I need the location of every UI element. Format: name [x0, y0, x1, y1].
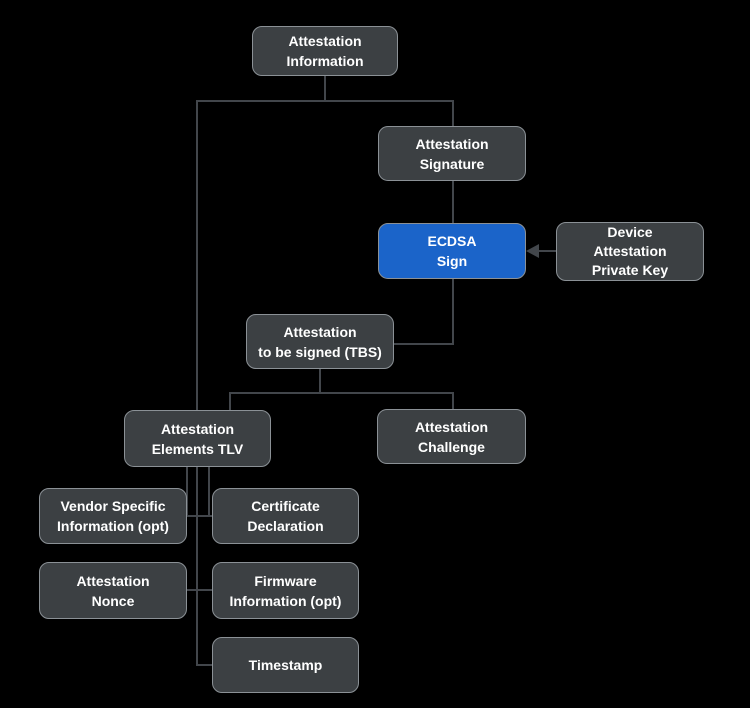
node-label-line: Information (opt): [57, 518, 169, 534]
node-attestation-signature: Attestation Signature: [378, 126, 526, 181]
node-attestation-nonce: Attestation Nonce: [39, 562, 187, 619]
connector-tbs-branch: [229, 392, 454, 394]
connector-row2-stub: [186, 589, 213, 591]
connector-elements-trunk: [196, 467, 198, 666]
node-timestamp: Timestamp: [212, 637, 359, 693]
node-label-line: Certificate: [251, 498, 320, 514]
node-firmware-information: Firmware Information (opt): [212, 562, 359, 619]
node-label-line: Signature: [419, 155, 485, 172]
connector-to-elements: [229, 392, 231, 411]
node-ecdsa-sign: ECDSA Sign: [378, 223, 526, 279]
node-label-line: Device: [607, 224, 653, 240]
node-label-line: Elements TLV: [151, 440, 244, 457]
node-label-line: Vendor Specific: [60, 498, 166, 514]
node-label-line: Attestation: [414, 418, 489, 435]
node-label-line: Declaration: [247, 518, 324, 534]
node-label-line: Attestation: [76, 572, 150, 589]
node-certificate-declaration: Certificate Declaration: [212, 488, 359, 544]
node-label-line: Attestation: [415, 135, 489, 152]
connector-key-ecdsa: [537, 250, 556, 252]
node-label-line: Attestation: [288, 33, 362, 49]
connector-to-signature: [452, 100, 454, 129]
connector-row3-stub: [196, 664, 213, 666]
node-vendor-specific-information: Vendor Specific Information (opt): [39, 488, 187, 544]
node-attestation-challenge: Attestation Challenge: [377, 409, 526, 464]
node-label-line: Information (opt): [229, 592, 342, 609]
connector-info-down: [324, 76, 326, 102]
node-attestation-tbs: Attestation to be signed (TBS): [246, 314, 394, 369]
connector-elements-vendor-drop: [186, 467, 188, 517]
connector-ecdsa-tbs: [394, 343, 454, 345]
node-label-line: Sign: [436, 253, 468, 269]
connector-elements-certificate-drop: [208, 467, 210, 517]
node-label-line: Attestation: [283, 323, 357, 340]
connector-row1-stub: [186, 515, 213, 517]
node-label-line: Firmware: [254, 572, 317, 589]
node-label-line: Challenge: [418, 438, 485, 455]
node-device-attestation-private-key: Device Attestation Private Key: [556, 222, 704, 281]
node-label-line: ECDSA: [427, 233, 477, 249]
connector-ecdsa-down: [452, 279, 454, 344]
connector-to-challenge: [452, 392, 454, 410]
connector-signature-ecdsa: [452, 180, 454, 225]
node-label-line: Attestation: [593, 243, 667, 259]
connector-top-branch: [196, 100, 454, 102]
node-label-line: Attestation: [160, 420, 235, 437]
node-label-line: Nonce: [91, 592, 135, 609]
node-attestation-information: Attestation Information: [252, 26, 398, 76]
connector-left-drop: [196, 100, 198, 411]
connector-tbs-down: [319, 369, 321, 393]
arrowhead-left-icon: [526, 244, 539, 258]
node-label-line: to be signed (TBS): [258, 343, 382, 360]
node-label-line: Information: [286, 53, 364, 69]
node-label-line: Private Key: [591, 262, 669, 278]
node-attestation-elements-tlv: Attestation Elements TLV: [124, 410, 271, 467]
node-label-line: Timestamp: [248, 657, 323, 673]
